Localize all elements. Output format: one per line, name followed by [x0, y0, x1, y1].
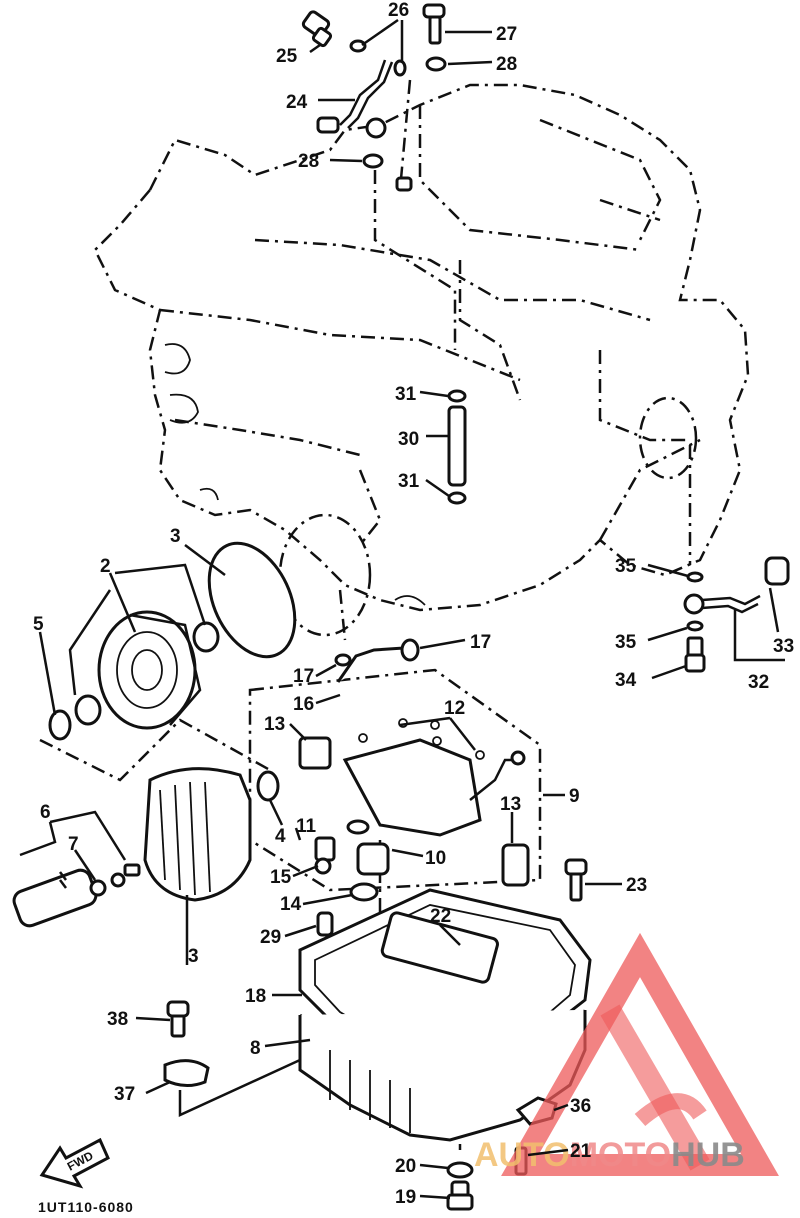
callout-8: 8: [250, 1038, 261, 1059]
callout-31-bottom: 31: [398, 471, 420, 492]
engine-block-outline: [93, 83, 750, 637]
leader-lines: [19, 18, 785, 1200]
callout-2: 2: [100, 556, 111, 577]
callout-13-left: 13: [264, 714, 285, 735]
forward-arrow-icon: FWD: [39, 1137, 110, 1189]
callout-37: 37: [114, 1084, 135, 1105]
automotohub-watermark: AUTOMOTOHUB: [474, 932, 779, 1176]
callout-9: 9: [569, 786, 580, 807]
oil-pump-pulley: [39, 541, 297, 782]
watermark-part2: MOTO: [570, 1136, 671, 1174]
callout-12: 12: [444, 698, 465, 719]
callout-35-bottom: 35: [615, 632, 637, 653]
callout-22: 22: [430, 906, 451, 927]
callout-3-bottom: 3: [188, 946, 199, 967]
watermark-logo-icon: [501, 932, 779, 1176]
callout-3-top: 3: [170, 526, 181, 547]
callout-25: 25: [276, 46, 298, 67]
watermark-text: AUTOMOTOHUB: [474, 1136, 745, 1174]
callout-21: 21: [570, 1141, 592, 1162]
callout-15: 15: [270, 867, 292, 888]
callout-19: 19: [395, 1187, 416, 1208]
callout-32: 32: [748, 672, 769, 693]
oil-pan: [163, 858, 592, 1211]
callout-29: 29: [260, 927, 281, 948]
callout-7: 7: [68, 834, 79, 855]
callout-34: 34: [615, 670, 637, 691]
callout-18: 18: [245, 986, 266, 1007]
part-code: 1UT110-6080: [38, 1199, 134, 1215]
callout-16: 16: [293, 694, 314, 715]
callout-30: 30: [398, 429, 419, 450]
callout-10: 10: [425, 848, 446, 869]
callout-11: 11: [296, 816, 317, 837]
top-fittings: [301, 3, 447, 192]
callout-28-top: 28: [496, 54, 517, 75]
watermark-part1: AUTO: [474, 1136, 570, 1174]
callout-26: 26: [388, 0, 409, 21]
callout-24: 24: [286, 92, 308, 113]
callout-28-mid: 28: [298, 151, 319, 172]
oil-pipe: [447, 389, 467, 505]
callout-31-top: 31: [395, 384, 417, 405]
callout-5: 5: [33, 614, 44, 635]
sender-assembly: [683, 556, 790, 673]
callout-23: 23: [626, 875, 647, 896]
watermark-part3: HUB: [671, 1136, 745, 1174]
callout-35-top: 35: [615, 556, 637, 577]
callout-6: 6: [40, 802, 51, 823]
callout-4: 4: [275, 826, 286, 847]
callout-38: 38: [107, 1009, 128, 1030]
callout-14: 14: [280, 894, 302, 915]
callout-36: 36: [570, 1096, 591, 1117]
callout-13-right: 13: [500, 794, 521, 815]
callout-labels: 25 26 27 28 24 28 31 30 31 35 35 34 33 3…: [33, 0, 794, 1208]
callout-33: 33: [773, 636, 794, 657]
callout-17-left: 17: [293, 666, 314, 687]
callout-17-right: 17: [470, 632, 491, 653]
callout-20: 20: [395, 1156, 416, 1177]
oil-filter: [12, 767, 280, 928]
oil-strainer-assembly: [248, 638, 542, 902]
callout-27: 27: [496, 24, 517, 45]
